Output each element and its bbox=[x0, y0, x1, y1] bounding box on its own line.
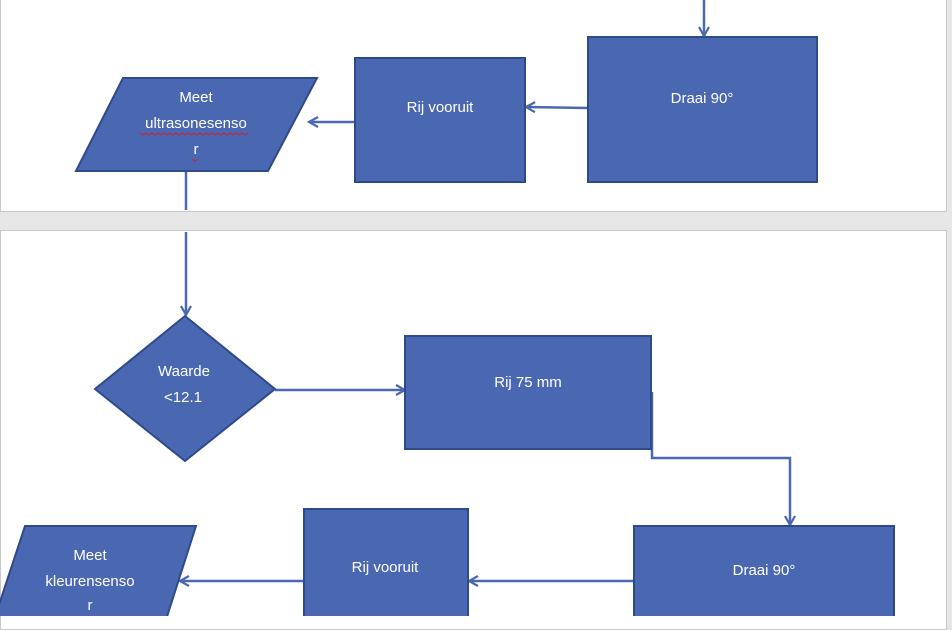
process-drive-75mm[interactable]: Rij 75 mm bbox=[404, 335, 652, 450]
io-measure-ultrasonic-line-1: Meet bbox=[179, 89, 213, 106]
decision-label-line-2: <12.1 bbox=[164, 389, 202, 406]
decision-label-line-1: Waarde bbox=[158, 363, 210, 380]
connector-drive-distance-to-turn bbox=[650, 392, 790, 525]
io-measure-color-line-1: Meet bbox=[73, 547, 107, 564]
process-turn-90-top[interactable]: Draai 90° bbox=[587, 36, 818, 183]
process-turn-90-top-label: Draai 90° bbox=[671, 90, 734, 107]
process-drive-forward-top-label: Rij vooruit bbox=[407, 99, 475, 116]
spellcheck-underline bbox=[139, 132, 249, 136]
process-drive-forward-bottom[interactable]: Rij vooruit bbox=[303, 508, 469, 616]
io-measure-color-sensor[interactable]: Meet kleurensenso r bbox=[0, 525, 198, 616]
process-drive-75mm-label: Rij 75 mm bbox=[494, 374, 562, 391]
connector-turn-to-drive bbox=[526, 107, 589, 108]
flowchart: Draai 90° Rij vooruit Meet ultrasonesens… bbox=[0, 0, 895, 616]
process-turn-90-bottom-label: Draai 90° bbox=[733, 562, 796, 579]
process-drive-forward-bottom-label: Rij vooruit bbox=[352, 559, 420, 576]
process-drive-forward-top[interactable]: Rij vooruit bbox=[354, 57, 526, 183]
decision-value-less-than[interactable]: Waarde <12.1 bbox=[93, 314, 277, 463]
process-turn-90-bottom[interactable]: Draai 90° bbox=[633, 525, 895, 616]
io-measure-color-line-2: kleurensenso bbox=[45, 573, 134, 590]
spellcheck-underline-2 bbox=[191, 158, 199, 162]
io-measure-ultrasonic-sensor[interactable]: Meet ultrasonesenso r bbox=[74, 77, 319, 172]
io-measure-ultrasonic-line-3: r bbox=[194, 141, 199, 158]
io-measure-color-line-3: r bbox=[88, 597, 93, 614]
io-measure-ultrasonic-line-2: ultrasonesenso bbox=[145, 115, 247, 132]
